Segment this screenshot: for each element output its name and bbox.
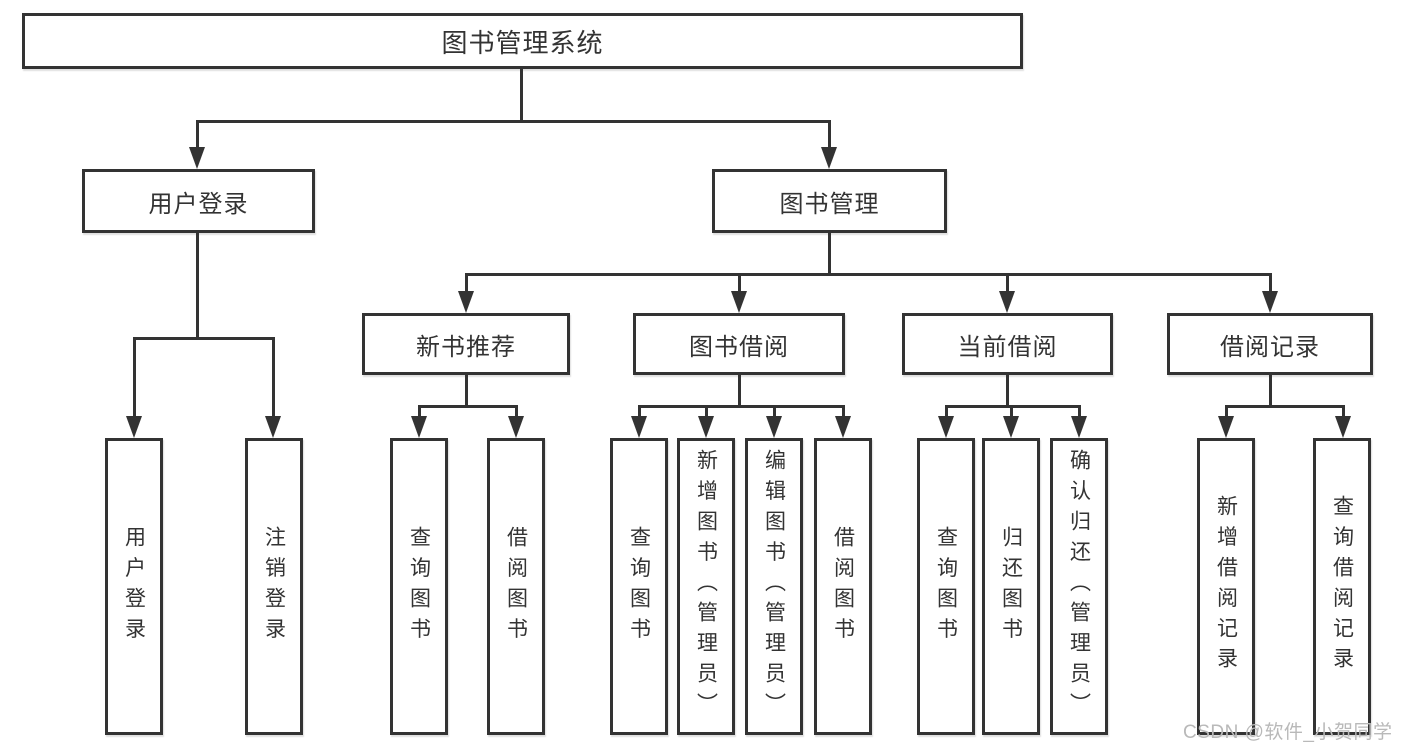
- arrowhead-down-icon: [411, 416, 427, 438]
- node-label: 借阅图书: [504, 525, 528, 648]
- connector-leaf-stem: [705, 405, 708, 418]
- arrowhead-down-icon: [189, 147, 205, 169]
- connector-rail: [1225, 405, 1345, 408]
- connector-l3-stem: [1269, 273, 1272, 292]
- connector-leaf-stem: [773, 405, 776, 418]
- node-label: 新书推荐: [416, 333, 516, 361]
- node-label: 借阅图书: [831, 525, 855, 648]
- connector-user-login-stem: [196, 120, 199, 148]
- arrowhead-down-icon: [1071, 416, 1087, 438]
- arrowhead-down-icon: [1262, 291, 1278, 313]
- arrowhead-down-icon: [631, 416, 647, 438]
- connector-user-login-rail: [133, 337, 274, 340]
- connector-rail: [945, 405, 1081, 408]
- node-label: 查询借阅记录: [1330, 495, 1354, 678]
- connector-leaf-stem: [1010, 405, 1013, 418]
- connector-down: [1269, 375, 1272, 407]
- node-confirm-return-admin: 确认归还（管理员）: [1050, 438, 1108, 735]
- arrowhead-down-icon: [766, 416, 782, 438]
- connector-down: [1006, 375, 1009, 407]
- node-add-book-admin: 新增图书（管理员）: [677, 438, 735, 735]
- arrowhead-down-icon: [458, 291, 474, 313]
- node-book-borrowing: 图书借阅: [633, 313, 845, 375]
- node-label: 图书管理: [779, 190, 880, 218]
- arrowhead-down-icon: [1003, 416, 1019, 438]
- connector-leaf-stem: [272, 337, 275, 417]
- connector-down: [738, 375, 741, 407]
- node-label: 确认归还（管理员）: [1067, 449, 1091, 724]
- node-logout: 注销登录: [245, 438, 303, 735]
- node-borrow-books-recommend: 借阅图书: [487, 438, 545, 735]
- node-label: 图书借阅: [689, 333, 789, 361]
- connector-leaf-stem: [638, 405, 641, 418]
- connector-book-mgmt-stem: [828, 120, 831, 148]
- connector-book-mgmt-rail: [465, 273, 1272, 276]
- node-label: 当前借阅: [957, 333, 1058, 361]
- node-label: 查询图书: [627, 525, 651, 648]
- node-label: 借阅记录: [1220, 333, 1320, 361]
- connector-rail: [418, 405, 518, 408]
- node-label: 查询图书: [934, 525, 958, 648]
- connector-rail: [638, 405, 844, 408]
- connector-leaf-stem: [1078, 405, 1081, 418]
- node-query-borrow-record: 查询借阅记录: [1313, 438, 1371, 735]
- node-book-management: 图书管理: [712, 169, 947, 233]
- arrowhead-down-icon: [835, 416, 851, 438]
- arrowhead-down-icon: [1218, 416, 1234, 438]
- node-label: 查询图书: [407, 525, 431, 648]
- connector-l3-stem: [1006, 273, 1009, 292]
- node-borrow-books: 借阅图书: [814, 438, 872, 735]
- node-borrowing-records: 借阅记录: [1167, 313, 1373, 375]
- node-user-login: 用户登录: [82, 169, 315, 233]
- node-label: 新增图书（管理员）: [694, 449, 718, 724]
- connector-leaf-stem: [515, 405, 518, 418]
- node-root-library-system: 图书管理系统: [22, 13, 1023, 69]
- connector-leaf-stem: [945, 405, 948, 418]
- connector-leaf-stem: [842, 405, 845, 418]
- connector-l3-stem: [465, 273, 468, 292]
- node-add-borrow-record: 新增借阅记录: [1197, 438, 1255, 735]
- node-label: 新增借阅记录: [1214, 495, 1238, 678]
- node-label: 编辑图书（管理员）: [762, 449, 786, 724]
- arrowhead-down-icon: [821, 147, 837, 169]
- node-user-login-leaf: 用户登录: [105, 438, 163, 735]
- node-label: 注销登录: [262, 525, 286, 648]
- connector-user-login-down: [196, 233, 199, 339]
- node-current-borrowing: 当前借阅: [902, 313, 1113, 375]
- node-query-books-borrowing: 查询图书: [610, 438, 668, 735]
- connector-down: [465, 375, 468, 407]
- connector-leaf-stem: [1225, 405, 1228, 418]
- connector-leaf-stem: [133, 337, 136, 417]
- node-return-book: 归还图书: [982, 438, 1040, 735]
- arrowhead-down-icon: [938, 416, 954, 438]
- node-new-book-recommend: 新书推荐: [362, 313, 570, 375]
- connector-book-mgmt-down: [828, 233, 831, 275]
- csdn-watermark: CSDN @软件_小贺同学: [1183, 722, 1393, 743]
- arrowhead-down-icon: [731, 291, 747, 313]
- arrowhead-down-icon: [265, 416, 281, 438]
- arrowhead-down-icon: [1335, 416, 1351, 438]
- arrowhead-down-icon: [126, 416, 142, 438]
- node-query-books-current: 查询图书: [917, 438, 975, 735]
- arrowhead-down-icon: [508, 416, 524, 438]
- node-edit-book-admin: 编辑图书（管理员）: [745, 438, 803, 735]
- node-label: 用户登录: [148, 190, 249, 218]
- node-query-books-recommend: 查询图书: [390, 438, 448, 735]
- arrowhead-down-icon: [999, 291, 1015, 313]
- arrowhead-down-icon: [698, 416, 714, 438]
- connector-leaf-stem: [1342, 405, 1345, 418]
- connector-leaf-stem: [418, 405, 421, 418]
- connector-root-stem: [520, 69, 523, 122]
- node-label: 图书管理系统: [441, 27, 604, 58]
- node-label: 用户登录: [122, 525, 146, 648]
- connector-root-rail: [196, 120, 831, 123]
- connector-l3-stem: [738, 273, 741, 292]
- node-label: 归还图书: [999, 525, 1023, 648]
